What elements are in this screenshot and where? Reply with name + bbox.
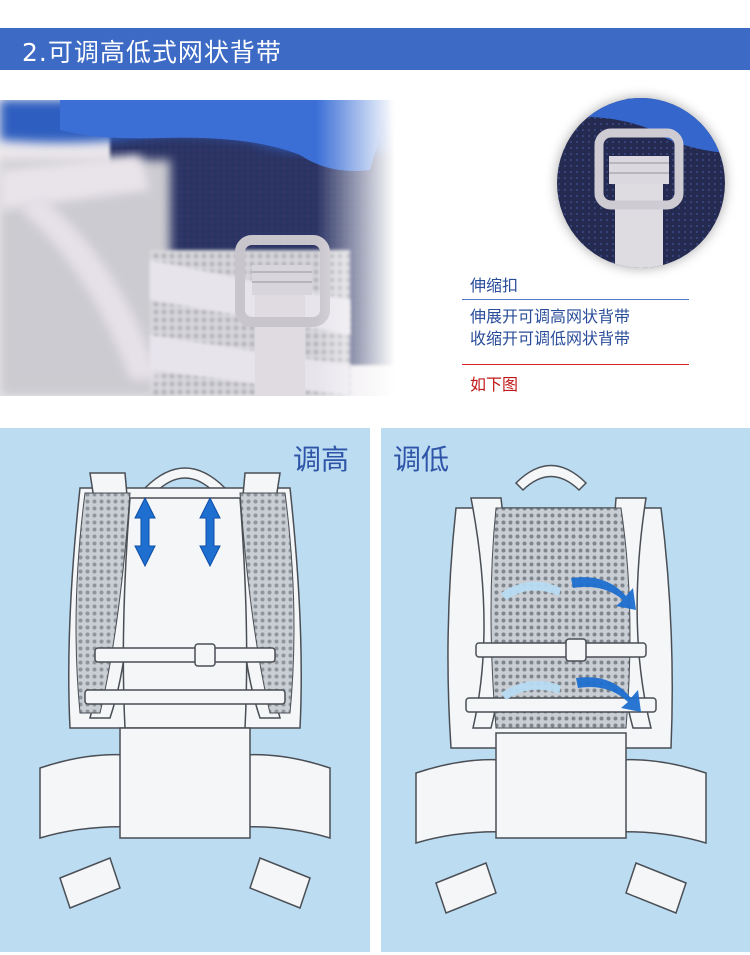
backpack-lower-illustration xyxy=(415,464,707,914)
divider-red xyxy=(462,364,689,365)
backpack-raise-illustration xyxy=(39,467,331,909)
lower-arrows xyxy=(501,577,641,712)
raise-title: 调高 xyxy=(293,443,350,476)
buckle-label: 伸缩扣 xyxy=(470,276,519,295)
buckle-zoom-graphic xyxy=(557,98,725,268)
divider-blue xyxy=(462,299,689,300)
harness-photo-graphic xyxy=(0,100,395,396)
buckle-zoom-inset xyxy=(557,98,725,268)
adjust-down-text: 收缩开可调低网状背带 xyxy=(470,329,631,348)
harness-photo xyxy=(0,100,395,396)
section-header: 2.可调高低式网状背带 xyxy=(0,28,750,70)
see-below-text: 如下图 xyxy=(470,375,519,394)
adjust-up-text: 伸展开可调高网状背带 xyxy=(470,307,631,326)
lower-title: 调低 xyxy=(393,443,450,476)
section-title: 2.可调高低式网状背带 xyxy=(22,38,282,67)
raise-diagram-panel: 调高 xyxy=(0,428,370,952)
lower-diagram-panel: 调低 xyxy=(381,428,750,952)
raise-arrows xyxy=(134,496,221,568)
adjust-description: 伸展开可调高网状背带 收缩开可调低网状背带 xyxy=(470,306,630,350)
